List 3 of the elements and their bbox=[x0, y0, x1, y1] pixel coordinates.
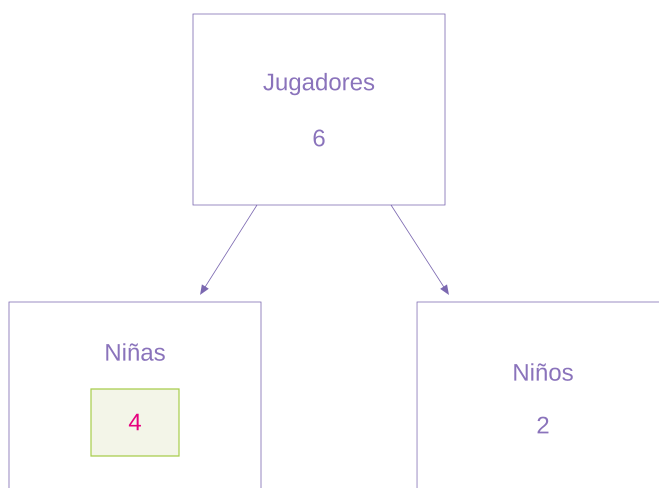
category-box: Niños 2 bbox=[416, 302, 659, 488]
category-box: Jugadores 6 bbox=[192, 14, 446, 206]
answer-box: 4 bbox=[90, 388, 180, 457]
